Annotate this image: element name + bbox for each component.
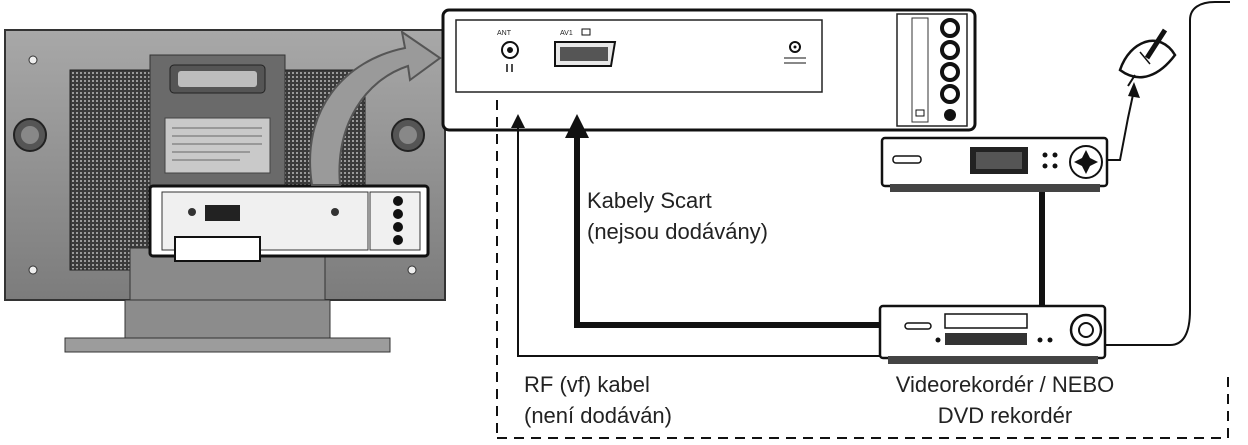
satellite-dish-icon [1118, 28, 1177, 87]
curved-arrow [309, 29, 442, 186]
scart-label-line2: (nejsou dodávány) [587, 219, 769, 244]
rf-label-line2: (není dodáván) [524, 403, 672, 428]
scart-label-line1: Kabely Scart [587, 188, 712, 213]
rf-label-line1: RF (vf) kabel [524, 372, 650, 397]
rf-cable [511, 1, 1230, 357]
tv-connector-panel: ANT AV1 [441, 8, 977, 132]
scart-cable [565, 114, 1045, 328]
recorder-label-line1: Videorekordér / NEBO [895, 372, 1115, 397]
vcr-dvd-recorder-icon [878, 304, 1107, 364]
ant-label: ANT [497, 30, 512, 37]
recorder-label-line2: DVD rekordér [937, 403, 1073, 428]
av1-label: AV1 [560, 30, 573, 37]
dashed-boundary [496, 100, 1229, 439]
satellite-receiver-icon [880, 136, 1109, 192]
